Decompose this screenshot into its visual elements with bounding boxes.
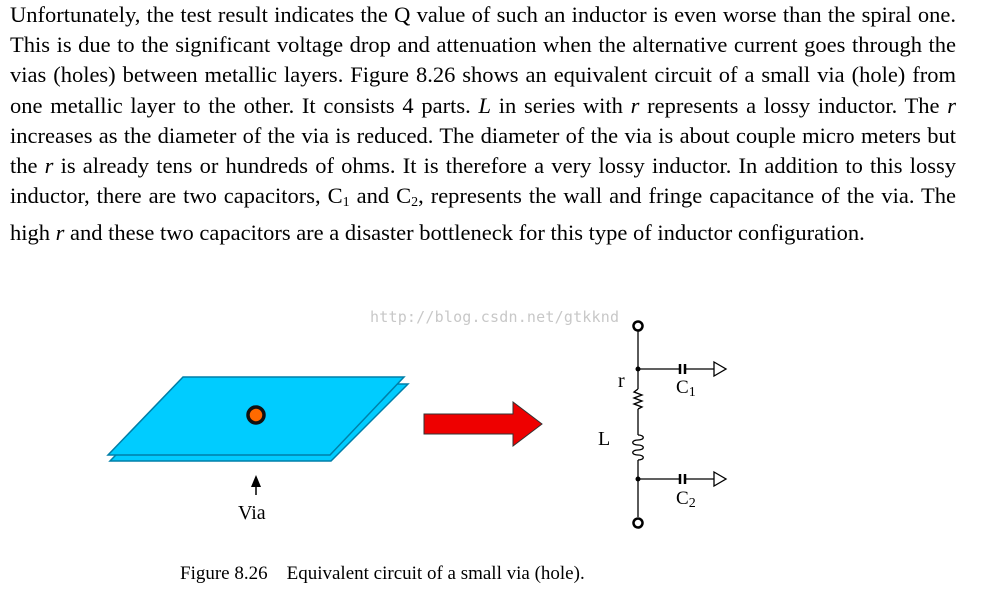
symbol-r: r bbox=[947, 92, 957, 118]
body-paragraph: Unfortunately, the test result indicates… bbox=[10, 0, 956, 249]
via-hole bbox=[246, 405, 266, 425]
c2-letter: C bbox=[676, 488, 689, 509]
watermark: http://blog.csdn.net/gtkknd bbox=[370, 308, 620, 326]
inductor-L bbox=[632, 434, 644, 461]
c2-ground-symbol bbox=[713, 470, 728, 488]
subscript: 2 bbox=[411, 195, 419, 211]
text-run: in series with bbox=[491, 92, 631, 118]
text-run: Unfortunately, the test result indicates… bbox=[10, 2, 956, 118]
inductor-label: L bbox=[598, 428, 611, 450]
top-terminal bbox=[632, 320, 644, 332]
equivalent-circuit bbox=[632, 320, 728, 529]
resistor-label: r bbox=[618, 370, 625, 392]
text-run: , represents the wall and fringe capacit… bbox=[10, 183, 956, 246]
c1-subscript: 1 bbox=[688, 385, 696, 400]
c1-letter: C bbox=[676, 377, 689, 398]
symbol-r: r bbox=[55, 220, 65, 246]
via-pointer-arrowhead bbox=[251, 475, 261, 487]
resistor-r bbox=[632, 388, 644, 410]
figure-caption: Figure 8.26 Equivalent circuit of a smal… bbox=[180, 563, 585, 584]
transform-arrow bbox=[423, 400, 543, 448]
capacitor-c2-label: C2 bbox=[676, 488, 696, 512]
junction-c2 bbox=[635, 476, 641, 482]
symbol-L: L bbox=[478, 92, 491, 118]
text-run: increases as the diameter of the via is … bbox=[10, 122, 956, 179]
text-run: represents a lossy inductor. The bbox=[639, 92, 948, 118]
c1-ground-symbol bbox=[713, 360, 728, 378]
text-run: and C bbox=[349, 183, 412, 209]
c2-subscript: 2 bbox=[688, 496, 696, 511]
symbol-r: r bbox=[44, 153, 54, 179]
subscript: 1 bbox=[342, 195, 350, 211]
bottom-terminal bbox=[632, 517, 644, 529]
symbol-r: r bbox=[630, 92, 640, 118]
junction-c1 bbox=[635, 366, 641, 372]
capacitor-c1-label: C1 bbox=[676, 377, 696, 401]
text-run: and these two capacitors are a disaster … bbox=[64, 220, 865, 246]
text-run: is already tens or hundreds of ohms. It … bbox=[10, 153, 956, 209]
via-label: Via bbox=[238, 502, 266, 524]
